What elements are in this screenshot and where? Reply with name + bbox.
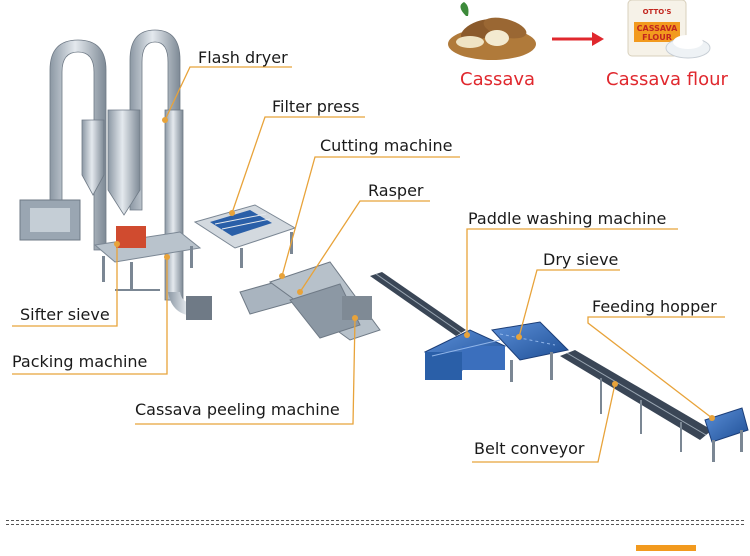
paddle-washing-unit [423, 329, 507, 380]
cassava-basket-icon [448, 2, 536, 60]
filter-press-unit [193, 204, 297, 268]
bottom-orange-sliver [636, 545, 696, 551]
divider-dashed-1 [6, 520, 744, 521]
cassava-flour-label: Cassava flour [606, 69, 728, 90]
dry-sieve-label: Dry sieve [543, 250, 619, 269]
leader-flash-dryer [164, 66, 292, 121]
leader-feeding-hopper [587, 316, 725, 419]
flash-dryer-unit [19, 29, 212, 320]
cutting-machine-label: Cutting machine [320, 136, 453, 155]
belt-conveyor-line [560, 350, 712, 452]
cassava-label: Cassava [460, 69, 536, 90]
divider-dashed-2 [6, 524, 744, 525]
leader-dots [114, 117, 715, 421]
belt-conveyor-label: Belt conveyor [474, 439, 585, 458]
bag-brand-text: OTTO'S [643, 8, 672, 16]
bag-product-text-2: FLOUR [642, 33, 672, 42]
process-arrow [552, 32, 604, 46]
leader-packing-machine [12, 257, 168, 375]
leader-sifter-sieve [12, 244, 118, 327]
rasper-conveyor [370, 272, 466, 336]
filter-press-label: Filter press [272, 97, 360, 116]
leader-paddle-washing [466, 228, 678, 335]
cassava-flour-bag-icon: OTTO'S CASSAVA FLOUR [627, 0, 711, 59]
paddle-washing-machine-label: Paddle washing machine [468, 209, 667, 228]
rasper-label: Rasper [368, 181, 424, 200]
leader-belt-conveyor [472, 383, 616, 463]
leader-lines [12, 66, 725, 463]
cassava-peeling-machine-label: Cassava peeling machine [135, 400, 340, 419]
flash-dryer-label: Flash dryer [198, 48, 288, 67]
feeding-hopper-unit [704, 407, 749, 462]
leader-rasper [299, 200, 430, 293]
leader-dry-sieve [518, 269, 620, 338]
cutting-peeling-unit [239, 261, 381, 341]
packing-machine-label: Packing machine [12, 352, 148, 371]
leader-peeling-machine [135, 317, 356, 425]
leader-cutting-machine [281, 156, 460, 277]
feeding-hopper-label: Feeding hopper [592, 297, 717, 316]
dry-sieve-drum [490, 321, 570, 382]
sifter-packing-platform [93, 226, 202, 291]
leader-filter-press [231, 116, 365, 214]
sifter-sieve-label: Sifter sieve [20, 305, 110, 324]
bag-product-text-1: CASSAVA [637, 24, 679, 33]
